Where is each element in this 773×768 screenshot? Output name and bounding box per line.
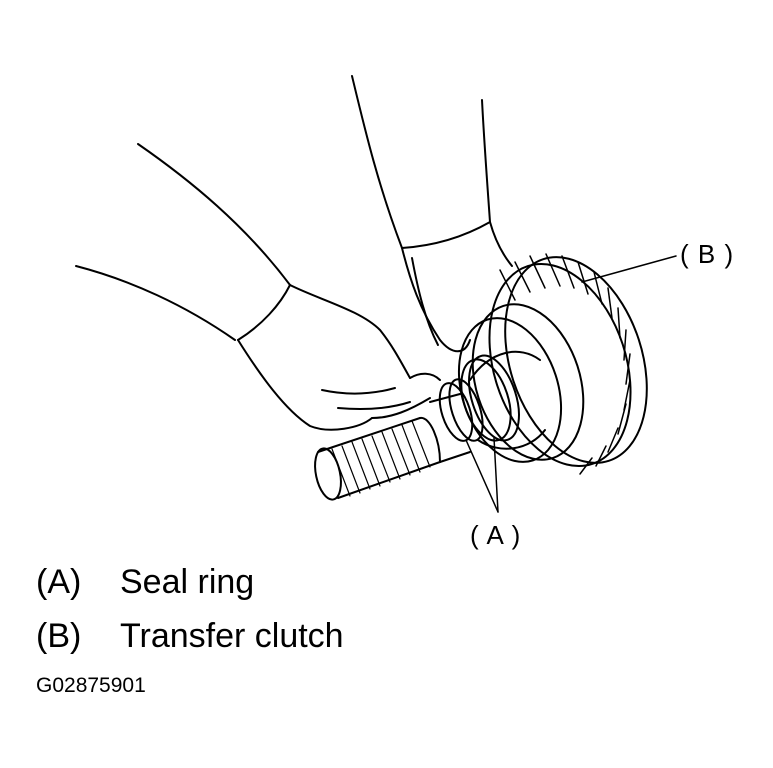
figure-id: G02875901 [36, 674, 146, 697]
left-hand-sleeve [75, 143, 441, 431]
leader-lines [465, 255, 677, 513]
callout-label-a: ( A ) [470, 520, 522, 550]
legend: (A) Seal ring (B) Transfer clutch [36, 555, 344, 663]
legend-key: (B) [36, 616, 82, 655]
transfer-clutch-drum [457, 253, 648, 475]
legend-text: Seal ring [120, 562, 255, 601]
splined-shaft [314, 393, 471, 501]
legend-text: Transfer clutch [120, 616, 344, 655]
legend-item-seal-ring: (A) Seal ring [36, 555, 344, 609]
legend-item-transfer-clutch: (B) Transfer clutch [36, 609, 344, 663]
right-hand-sleeve [351, 75, 513, 353]
legend-key: (A) [36, 562, 82, 601]
seal-rings-hub [438, 350, 546, 450]
callout-label-b: ( B ) [680, 239, 735, 269]
